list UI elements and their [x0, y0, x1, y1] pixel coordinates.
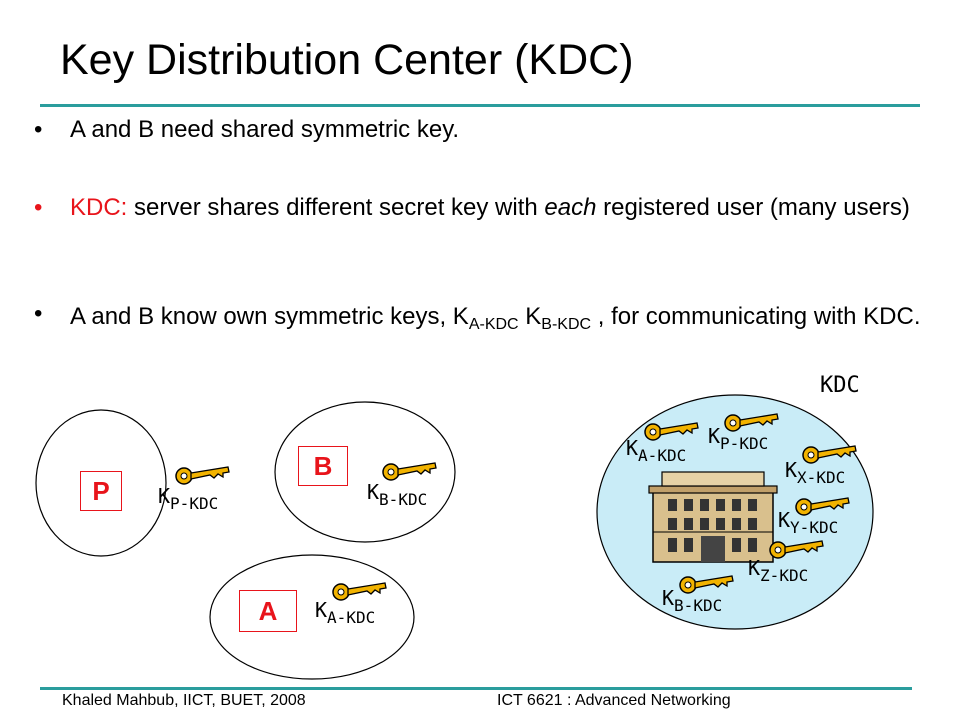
user-b-key-label: KB-KDC — [367, 480, 428, 509]
emphasis: each — [544, 194, 597, 221]
kdc-key-label: KB-KDC — [662, 586, 723, 615]
user-a-key-label: KA-KDC — [315, 598, 376, 627]
kdc-term: KDC: — [70, 194, 128, 221]
kdc-key-label: KZ-KDC — [748, 556, 809, 585]
user-a-box: A — [239, 590, 297, 632]
kdc-key-label: KA-KDC — [626, 436, 687, 465]
footer-divider — [40, 687, 912, 690]
user-p-box: P — [80, 471, 122, 511]
kdc-building-icon — [648, 471, 778, 563]
bullet-mark: • — [34, 194, 43, 221]
footer-author: Khaled Mahbub, IICT, BUET, 2008 — [62, 692, 306, 709]
bullet-mark: • — [34, 300, 43, 327]
kdc-key-label: KY-KDC — [778, 508, 839, 537]
user-b-box: B — [298, 446, 348, 486]
user-p-key-label: KP-KDC — [158, 484, 219, 513]
kdc-key-label: KX-KDC — [785, 458, 846, 487]
user-b-circle — [274, 401, 456, 543]
kdc-key-label: KP-KDC — [708, 424, 769, 453]
kdc-label: KDC — [820, 373, 860, 398]
slide-title: Key Distribution Center (KDC) — [60, 36, 634, 84]
bullet-text: A and B know own symmetric keys, KA-KDC … — [70, 303, 921, 333]
bullet-text: KDC: server shares different secret key … — [70, 194, 910, 221]
footer-course: ICT 6621 : Advanced Networking — [497, 692, 731, 709]
title-divider — [40, 104, 920, 107]
bullet-mark: • — [34, 116, 43, 143]
bullet-text: A and B need shared symmetric key. — [70, 116, 460, 143]
key-icon — [175, 466, 230, 485]
